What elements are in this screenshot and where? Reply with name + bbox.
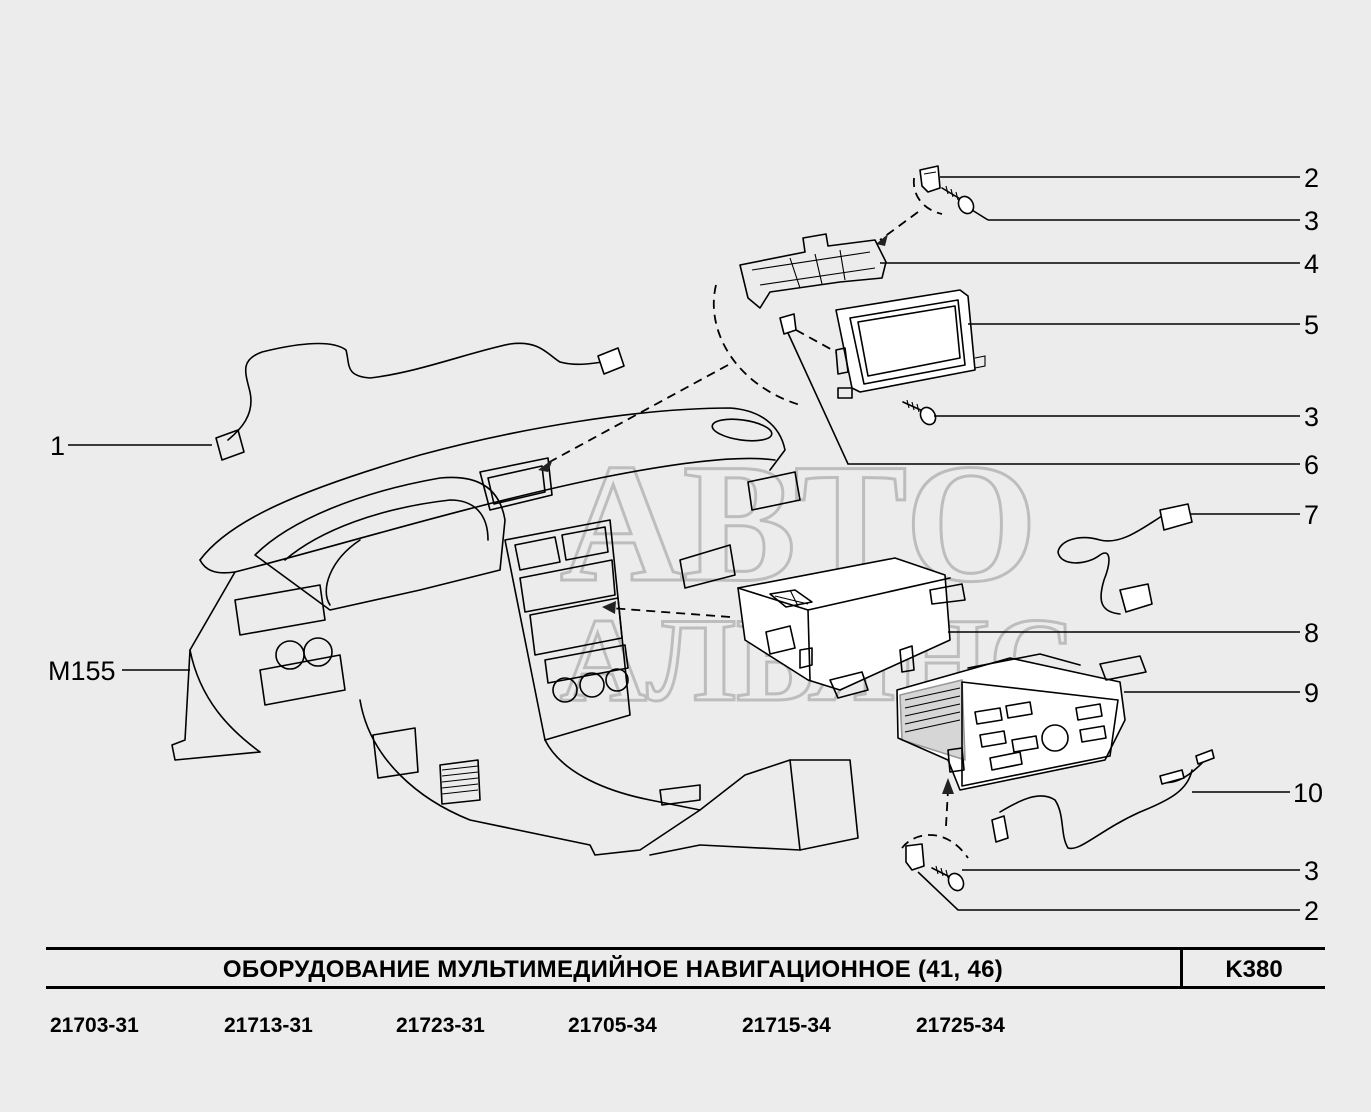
part-2-clip-top [919, 165, 941, 193]
callout-6: 6 [1304, 450, 1319, 480]
callout-M155: M155 [48, 656, 116, 686]
callout-5: 5 [1304, 310, 1319, 340]
model-code: 21725-34 [916, 1014, 1005, 1037]
model-code: 21713-31 [224, 1014, 313, 1037]
dash-arrow-headunit [945, 789, 949, 827]
dash-arrow-bracket [879, 211, 919, 241]
title-divider [1180, 950, 1183, 986]
part-3-screw-mid [902, 399, 937, 426]
dash-arrow-module [609, 607, 731, 618]
part-1-antenna-cable [215, 342, 625, 461]
arrowhead-headunit [942, 778, 954, 794]
callout-3-bottom: 3 [1304, 856, 1319, 886]
dashboard-panel [171, 407, 859, 856]
dash-arc-bottom [901, 834, 969, 859]
part-6-clip [779, 313, 797, 335]
callout-3-top: 3 [1304, 206, 1319, 236]
model-code: 21703-31 [50, 1014, 139, 1037]
model-list: 21703-31 21713-31 21723-31 21705-34 2171… [48, 1014, 1148, 1044]
part-5-display [835, 289, 986, 399]
callout-labels: 1 2 3 4 5 3 6 7 M155 8 9 10 3 2 [48, 163, 1323, 926]
arrowhead-module [602, 601, 616, 614]
part-2-clip-bottom [905, 843, 925, 871]
part-8-nav-module [737, 557, 966, 699]
part-10-harness [991, 749, 1215, 850]
callout-3-mid: 3 [1304, 402, 1319, 432]
part-3-screw-bottom [931, 865, 965, 892]
diagram-title: ОБОРУДОВАНИЕ МУЛЬТИМЕДИЙНОЕ НАВИГАЦИОННО… [222, 956, 1004, 983]
model-code: 21705-34 [568, 1014, 657, 1037]
dash-arrow-display [543, 364, 729, 466]
callout-9: 9 [1304, 678, 1319, 708]
leader-lines [68, 176, 1300, 911]
callout-2-top: 2 [1304, 163, 1319, 193]
callout-7: 7 [1304, 500, 1319, 530]
callout-1: 1 [50, 431, 65, 461]
model-code: 21723-31 [396, 1014, 485, 1037]
callout-8: 8 [1304, 618, 1319, 648]
part-4-bracket [739, 233, 887, 309]
arrowhead-display [538, 459, 553, 472]
callout-2-bottom: 2 [1304, 896, 1319, 926]
dash-line-clip [795, 329, 837, 353]
title-block: ОБОРУДОВАНИЕ МУЛЬТИМЕДИЙНОЕ НАВИГАЦИОННО… [46, 947, 1325, 989]
part-3-screw-top [941, 185, 975, 215]
diagram-code: K380 [1225, 956, 1283, 983]
dash-arc-top [912, 177, 943, 215]
callout-4: 4 [1304, 249, 1319, 279]
callout-10: 10 [1293, 778, 1323, 808]
part-9-head-unit [896, 653, 1147, 791]
model-code: 21715-34 [742, 1014, 831, 1037]
arrowhead-bracket [876, 234, 888, 246]
part-7-cable [1057, 503, 1193, 615]
dash-arc-middle [712, 284, 801, 406]
